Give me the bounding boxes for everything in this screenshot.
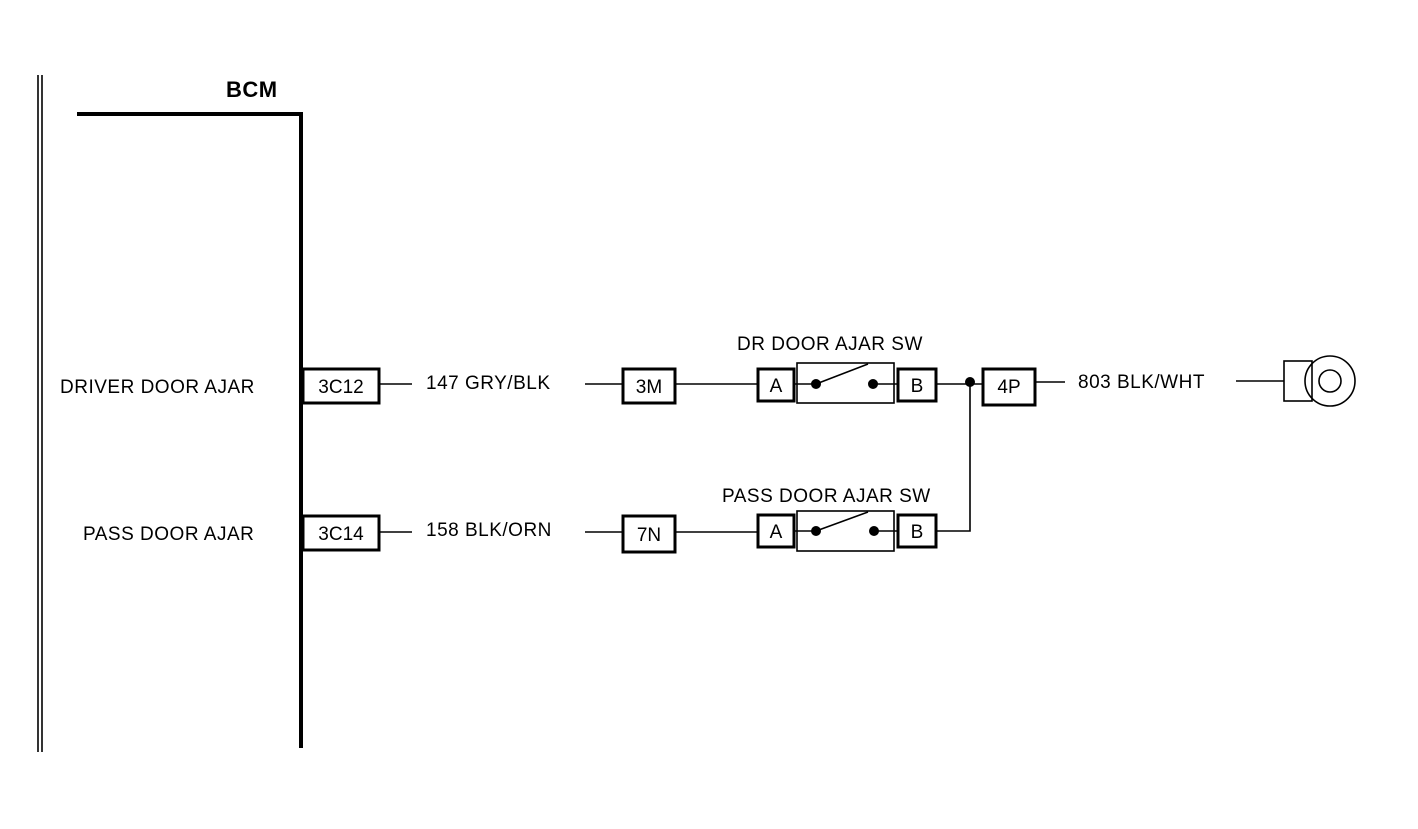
- switch-terminal-label: B: [911, 522, 924, 543]
- switch-terminal-label: B: [911, 376, 924, 397]
- connector-7n: [621, 514, 677, 554]
- connector-label: 3M: [636, 377, 662, 398]
- switch-blade-icon: [815, 511, 869, 532]
- module-pin-label: 3C12: [318, 377, 363, 398]
- connector-label: 7N: [637, 525, 661, 546]
- module-pin-3c12: [301, 367, 381, 405]
- ground-terminal-icon: [1283, 360, 1313, 402]
- switch-terminal-b: [896, 367, 938, 403]
- module-pin-3c14: [301, 514, 381, 552]
- wire-segment: [936, 384, 971, 532]
- switch-terminal-a: [756, 513, 796, 549]
- input-label-driver: DRIVER DOOR AJAR: [60, 377, 255, 398]
- ground-symbol-inner-icon: [1318, 369, 1342, 393]
- wire-label-pass: 158 BLK/ORN: [426, 520, 552, 541]
- input-label-pass: PASS DOOR AJAR: [83, 524, 254, 545]
- wire-label-driver: 147 GRY/BLK: [426, 373, 551, 394]
- switch-label-pass: PASS DOOR AJAR SW: [722, 486, 931, 507]
- module-outline: [77, 112, 303, 748]
- module-pin-label: 3C14: [318, 524, 364, 545]
- connector-4p: [981, 367, 1037, 407]
- switch-terminal-a: [756, 367, 796, 403]
- switch-blade-icon: [815, 363, 869, 385]
- connector-label: 4P: [997, 377, 1020, 398]
- wire-label-output: 803 BLK/WHT: [1078, 372, 1205, 393]
- splice-dot-icon: [965, 377, 975, 387]
- ground-symbol-icon: [1304, 355, 1356, 407]
- connector-3m: [621, 367, 677, 405]
- module-name: BCM: [226, 77, 278, 102]
- switch-terminal-label: A: [770, 522, 783, 543]
- switch-body-driver: [796, 362, 895, 404]
- switch-label-driver: DR DOOR AJAR SW: [737, 334, 923, 355]
- switch-terminal-label: A: [770, 376, 783, 397]
